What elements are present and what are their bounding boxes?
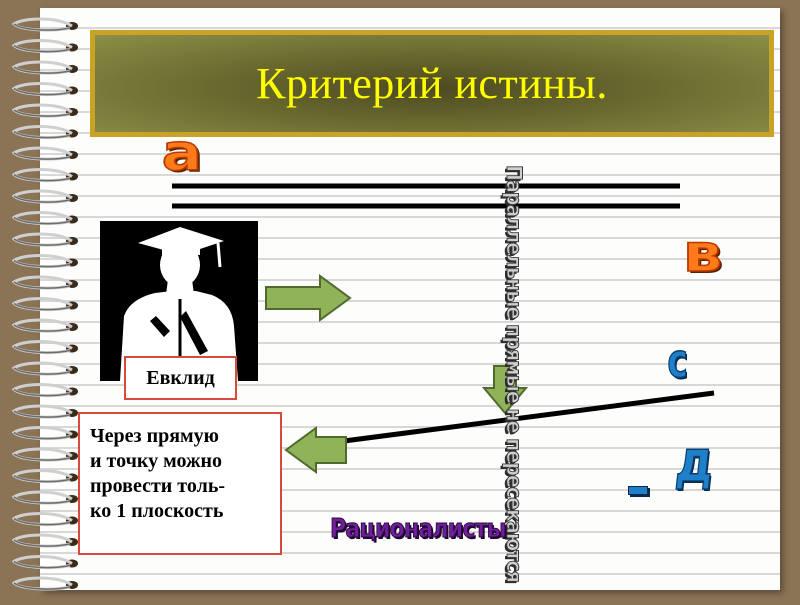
spiral-binding-icon xyxy=(0,0,90,600)
page-title: Критерий истины. xyxy=(256,58,608,109)
label-d: д xyxy=(673,432,717,490)
statement-line: провести толь- xyxy=(90,474,272,499)
statement-line: ко 1 плоскость xyxy=(90,499,272,524)
statement-line: и точку можно xyxy=(90,449,272,474)
dash-mark xyxy=(628,486,648,495)
title-banner: Критерий истины. xyxy=(90,30,774,137)
parallel-lines-statement: Параллельные прямые не пересекаются xyxy=(502,142,526,482)
plane-statement-box: Через прямую и точку можно провести толь… xyxy=(78,412,282,555)
label-c: с xyxy=(667,338,687,384)
statement-line: Через прямую xyxy=(90,424,272,449)
label-a: а xyxy=(162,128,203,178)
label-v: в xyxy=(683,228,722,280)
rationalists-label: Рационалисты xyxy=(330,514,506,544)
euclid-label: Евклид xyxy=(124,356,237,400)
